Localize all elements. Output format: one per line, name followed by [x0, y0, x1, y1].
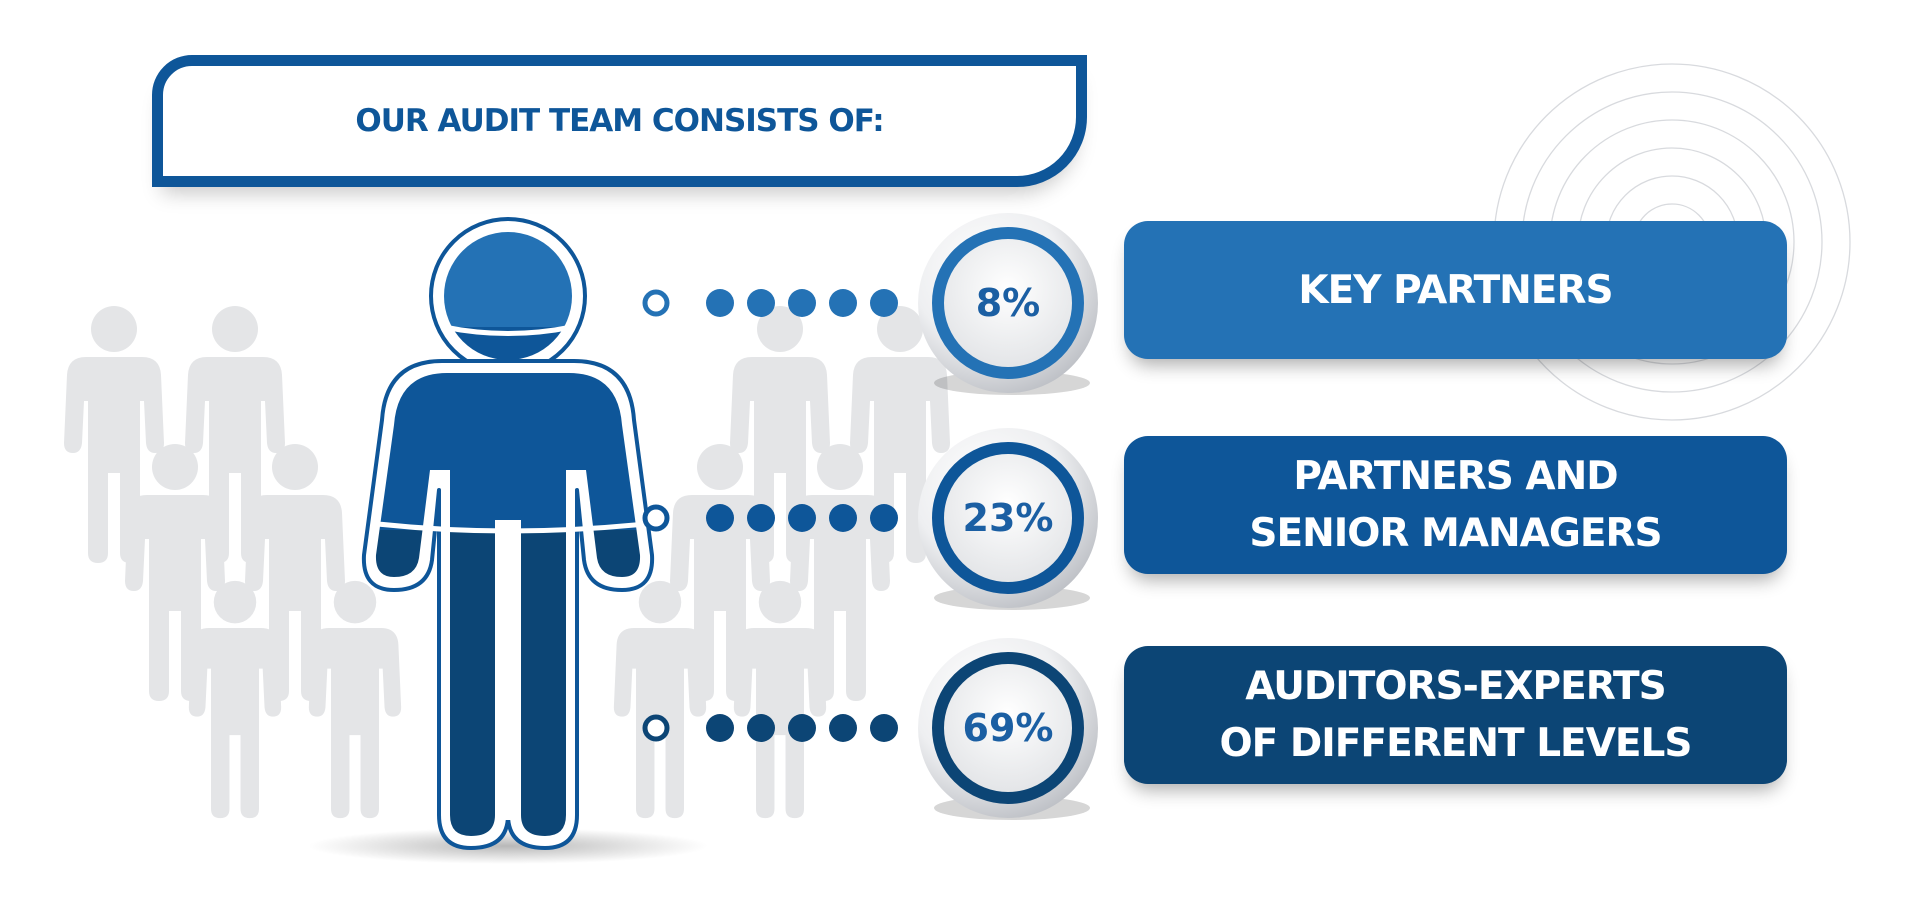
connector-dot — [706, 504, 734, 532]
percent-badge — [918, 638, 1098, 820]
connector-dot — [870, 714, 898, 742]
percent-badges — [918, 213, 1098, 820]
connector-dot — [870, 504, 898, 532]
connector-start-dot — [642, 504, 670, 532]
connector-dot — [747, 714, 775, 742]
category-label-box: AUDITORS-EXPERTS OF DIFFERENT LEVELS — [1124, 646, 1787, 784]
connector-dot — [870, 289, 898, 317]
connector-dot — [788, 504, 816, 532]
background-crowd-left — [64, 306, 402, 819]
person-icon — [308, 580, 402, 819]
title-banner: OUR AUDIT TEAM CONSISTS OF: — [152, 55, 1087, 187]
category-label-box: PARTNERS AND SENIOR MANAGERS — [1124, 436, 1787, 574]
connector-dot — [747, 504, 775, 532]
page-title: OUR AUDIT TEAM CONSISTS OF: — [355, 103, 884, 139]
percent-value: 69% — [962, 706, 1054, 750]
person-icon — [733, 580, 827, 819]
connector-start-dot — [642, 289, 670, 317]
connector-dot — [747, 289, 775, 317]
category-label-line: PARTNERS AND — [1293, 454, 1618, 499]
main-person-icon — [361, 217, 655, 850]
connector-start-dot — [642, 714, 670, 742]
connector-dot — [788, 289, 816, 317]
connector-dot — [829, 289, 857, 317]
background-crowd-right — [613, 306, 950, 819]
connector-dot — [829, 714, 857, 742]
connector-dot — [706, 714, 734, 742]
category-label: AUDITORS-EXPERTS OF DIFFERENT LEVELS — [1219, 658, 1693, 772]
category-label: PARTNERS AND SENIOR MANAGERS — [1249, 448, 1662, 562]
person-icon — [613, 580, 707, 819]
connector-dot — [788, 714, 816, 742]
percent-value: 8% — [975, 281, 1041, 325]
connector-lines — [642, 289, 898, 742]
percent-badge — [918, 213, 1098, 395]
percent-value: 23% — [962, 496, 1054, 540]
category-label-line: AUDITORS-EXPERTS — [1245, 664, 1667, 709]
category-label-line: OF DIFFERENT LEVELS — [1219, 721, 1693, 766]
person-icon — [188, 580, 282, 819]
connector-dot — [706, 289, 734, 317]
percent-badge — [918, 428, 1098, 610]
category-label-line: SENIOR MANAGERS — [1249, 511, 1662, 556]
category-label: KEY PARTNERS — [1298, 262, 1613, 319]
category-label-line: KEY PARTNERS — [1298, 267, 1613, 313]
category-label-box: KEY PARTNERS — [1124, 221, 1787, 359]
connector-dot — [829, 504, 857, 532]
